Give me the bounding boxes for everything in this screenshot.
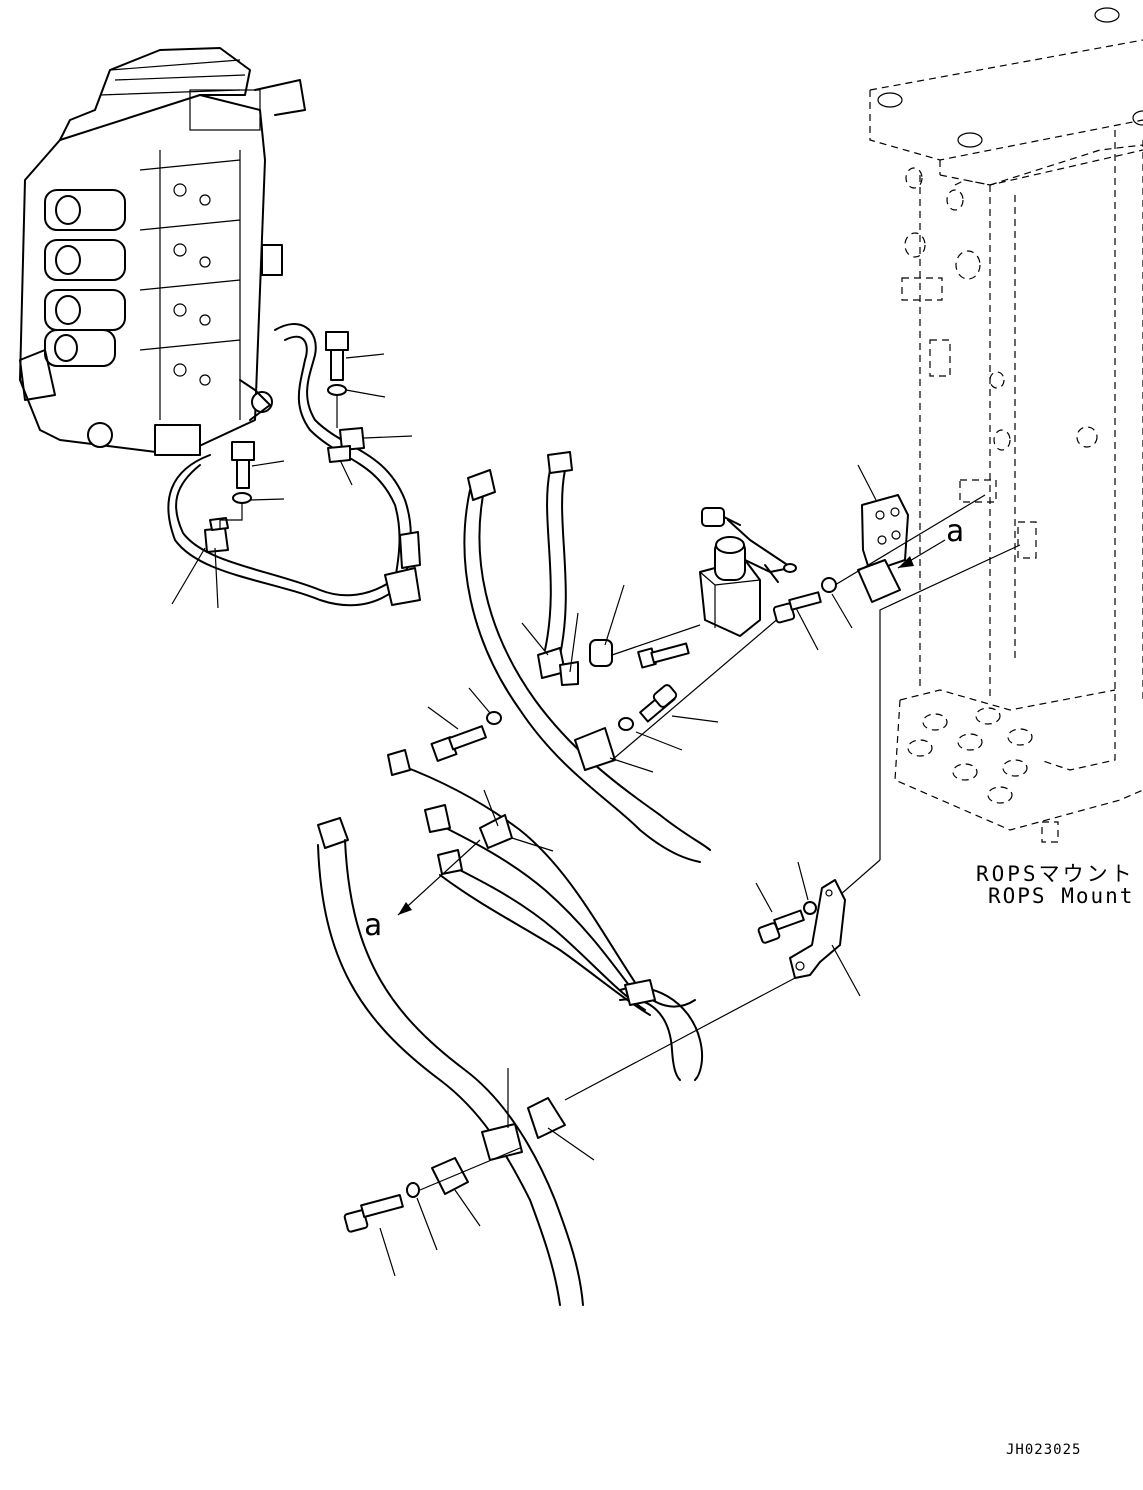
upper-hoses [167,323,421,607]
rops-mount-label-en: ROPS Mount [988,884,1135,908]
drawing-number: JH023025 [1006,1442,1082,1458]
solenoid-valve-block [611,507,797,669]
rops-bracket-upper [772,464,986,651]
control-valve-assembly [19,47,306,456]
upper-fasteners [171,331,413,609]
center-hoses [387,451,711,1081]
lower-large-hose [317,817,595,1306]
rops-mount-label-jp: ROPSマウント [976,862,1135,886]
rops-bracket-lower [564,861,861,1101]
callout-a-left: a [364,908,383,943]
callout-a-right: a [946,514,965,549]
center-fasteners [397,584,801,916]
rops-frame [839,7,1143,896]
solenoid-stack [44,189,126,367]
